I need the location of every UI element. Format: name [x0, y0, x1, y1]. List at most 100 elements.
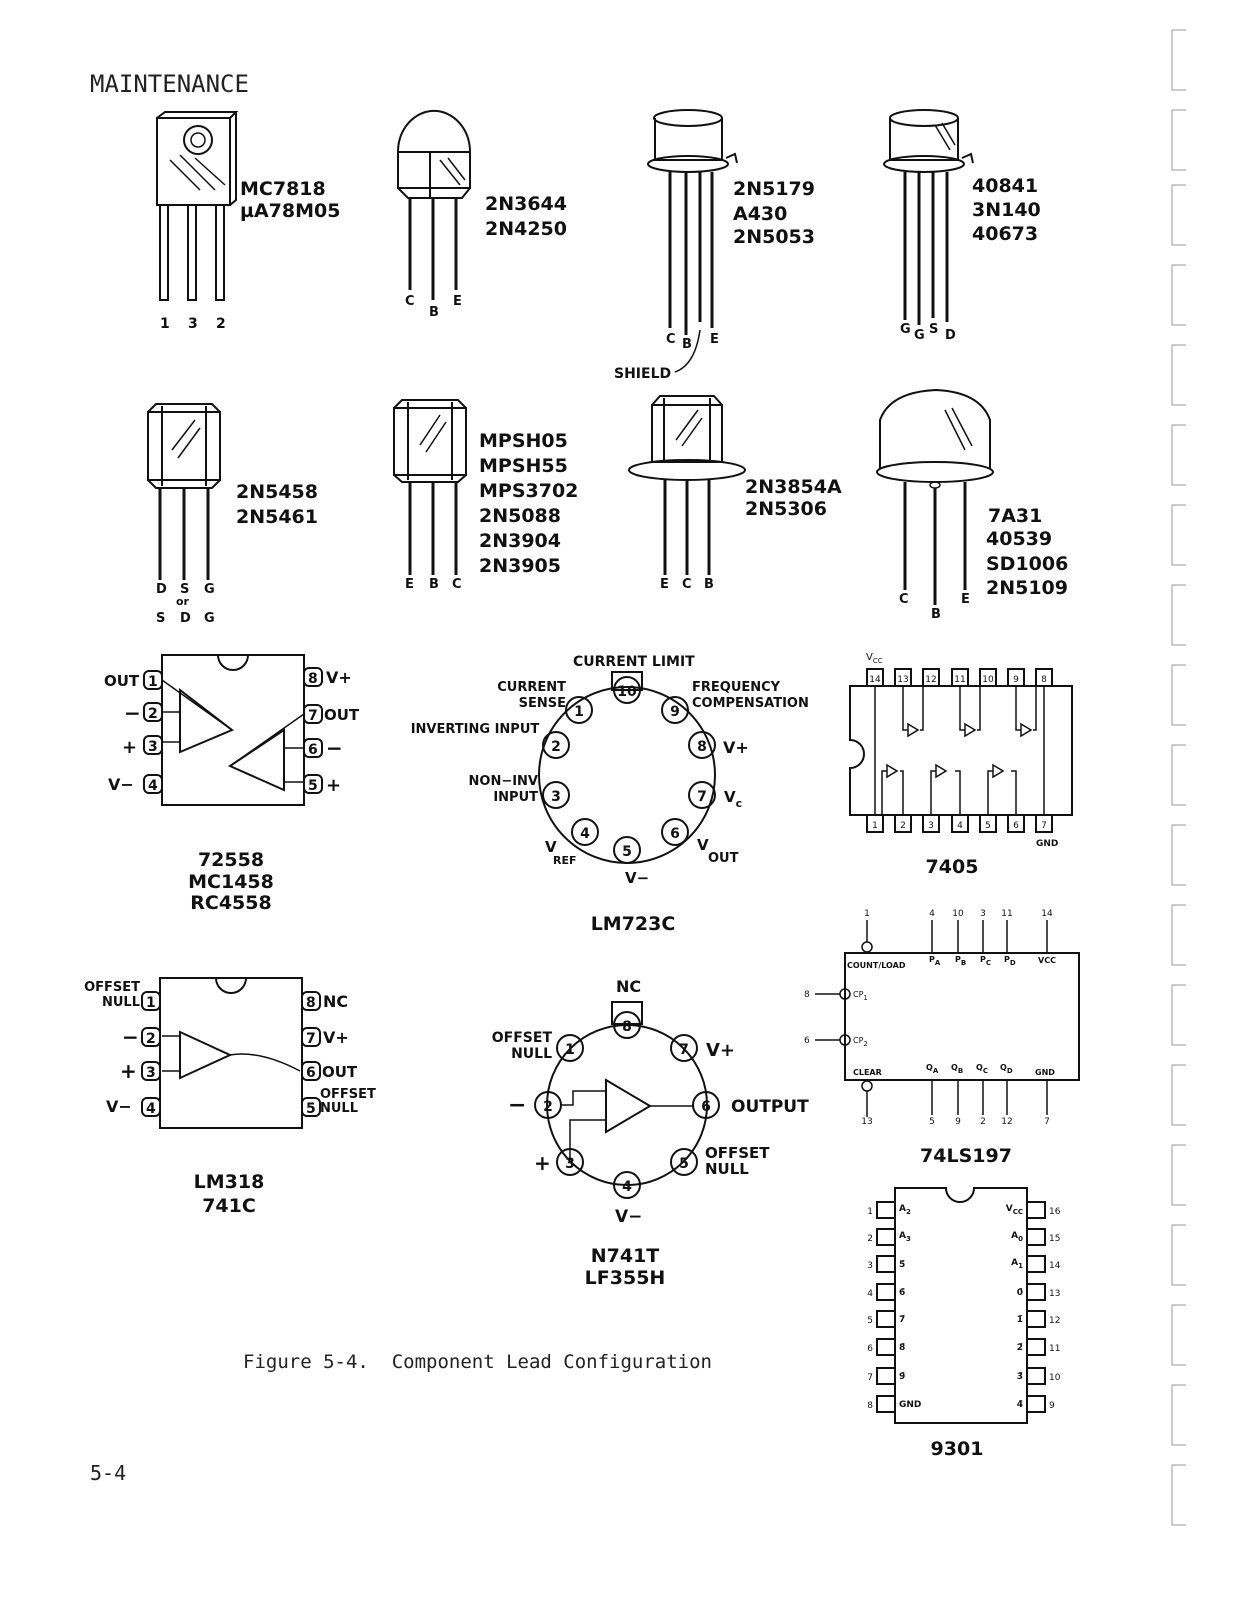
- pin-number: 3: [867, 1261, 873, 1271]
- pin-number: 5: [622, 844, 632, 860]
- pin-number: 6: [306, 1065, 316, 1081]
- pin-label: E: [453, 294, 462, 309]
- input-label: VCC: [1038, 956, 1056, 965]
- pin-number: 2: [543, 1099, 553, 1115]
- pin-number: 5: [985, 821, 991, 831]
- pin-label: OFFSET NULL: [320, 1088, 376, 1116]
- or-label: or: [176, 595, 190, 608]
- pin-number: 2: [980, 1117, 986, 1127]
- pin-label: CURRENT LIMIT: [573, 654, 695, 670]
- pin-label: NC: [323, 992, 348, 1011]
- opamp-symbol-icon: [605, 1078, 652, 1134]
- pin-number: 12: [925, 675, 936, 685]
- pin-label: B: [704, 577, 714, 592]
- binder-tabs: [1171, 29, 1186, 1526]
- pin-number: 3: [928, 821, 934, 831]
- pin-number: 1: [864, 909, 870, 919]
- part-number: 2N4250: [485, 218, 567, 240]
- pin-label: 4̄: [1017, 1400, 1023, 1410]
- figure-caption: Figure 5-4. Component Lead Configuration: [243, 1351, 712, 1373]
- pin-number: 9: [955, 1117, 961, 1127]
- pin-label: D: [156, 582, 167, 597]
- pin-label: C: [405, 294, 415, 309]
- pin-number: 4: [929, 909, 935, 919]
- pin-number: 1: [574, 704, 584, 720]
- pin-number: 9: [670, 704, 680, 720]
- pin-label: FREQUENCY COMPENSATION: [692, 680, 809, 711]
- pin-number: 2: [900, 821, 906, 831]
- pin-label: OUT: [104, 672, 140, 690]
- ic-9301: 1 2 3 4 5 6 7 8 16 15 14 13 12 11 10 9 A…: [867, 1187, 1061, 1460]
- part-number: LM723C: [591, 913, 676, 935]
- pin-number: 8: [308, 671, 318, 687]
- pin-label: S: [180, 582, 189, 597]
- pin-number: 3: [551, 789, 561, 805]
- pin-number: 4: [580, 826, 590, 842]
- pin-label: C: [682, 577, 692, 592]
- pin-number: 7: [867, 1373, 873, 1383]
- pin-number: 3: [146, 1065, 156, 1081]
- pin-number: 15: [1049, 1234, 1060, 1244]
- pin-label: G: [204, 611, 215, 626]
- part-number: 2N3905: [479, 555, 561, 577]
- pin-number: 6: [804, 1036, 810, 1046]
- vcc-label: VCC: [866, 652, 883, 665]
- pin-number: 9: [1049, 1401, 1055, 1411]
- pin-label: −: [326, 736, 343, 760]
- ic-dual-opamp: 1 2 3 4 8 7 6 5 OUT − + V− V+ OUT − + 72…: [104, 654, 360, 914]
- part-number: 2N5109: [986, 577, 1068, 599]
- pin-number: 8: [1041, 675, 1047, 685]
- pin-number: 4: [957, 821, 963, 831]
- ic-7405: VCC 14 13 12 11 10 9 8: [849, 652, 1073, 878]
- pin-number: 14: [869, 675, 881, 685]
- pin-number: 5: [867, 1316, 873, 1326]
- pin-label: G: [204, 582, 215, 597]
- pin-number: 13: [1049, 1289, 1060, 1299]
- pin-label: A1: [1011, 1258, 1023, 1270]
- pin-number: 8: [306, 995, 316, 1011]
- part-number: µA78M05: [240, 200, 340, 222]
- part-number: 2N3904: [479, 530, 561, 552]
- left-pins: [876, 1201, 896, 1413]
- pin-label: 3: [188, 316, 198, 332]
- pin-number: 3: [565, 1156, 575, 1172]
- pin-number: 4: [622, 1179, 632, 1195]
- ic-lm723c: 10 1 9 2 8 3 7 4 6 5 CURRENT LIMIT CURRE…: [411, 654, 809, 935]
- part-number: N741T: [591, 1245, 660, 1267]
- input-label: PC: [980, 955, 991, 967]
- pin-label: A2: [899, 1204, 911, 1216]
- pin-number: 8: [622, 1019, 632, 1035]
- pin-number: 1: [565, 1042, 575, 1058]
- pin-number: 2: [146, 1031, 156, 1047]
- part-number: 741C: [202, 1195, 256, 1217]
- part-number: 2N3854A: [745, 476, 842, 498]
- clock-label: CP2: [853, 1036, 868, 1048]
- pin-number: 2: [551, 739, 561, 755]
- pin-number: 7: [1041, 821, 1047, 831]
- part-number: MPSH05: [479, 430, 568, 452]
- part-number: MPSH55: [479, 455, 568, 477]
- pin-label: B: [429, 577, 439, 592]
- pin-label-subscript: OUT: [708, 851, 739, 866]
- pin-label: G: [900, 322, 911, 337]
- pin-number: 11: [954, 675, 965, 685]
- pin-number: 10: [952, 909, 964, 919]
- ic-single-opamp: 1 2 3 4 8 7 6 5 OFFSET NULL − + V− NC V+…: [84, 977, 376, 1217]
- pin-number: 10: [617, 684, 637, 700]
- pin-label: V: [545, 838, 557, 856]
- pin-label: V−: [108, 775, 134, 794]
- part-number: 72558: [198, 849, 264, 871]
- part-number: 74LS197: [920, 1145, 1012, 1167]
- part-number: 40673: [972, 223, 1038, 245]
- part-number: 2N5179: [733, 178, 815, 200]
- pin-label: E: [710, 332, 719, 347]
- pin-label: V−: [625, 869, 649, 887]
- pin-number: 5: [679, 1156, 689, 1172]
- pin-label: NON−INV INPUT: [468, 774, 538, 805]
- pin-label: D: [945, 328, 956, 343]
- pin-label: B: [931, 607, 941, 622]
- pin-number: 3: [148, 739, 158, 755]
- pin-number: 3: [980, 909, 986, 919]
- pin-label: V−: [615, 1207, 642, 1227]
- output-label: CLEAR: [853, 1068, 882, 1077]
